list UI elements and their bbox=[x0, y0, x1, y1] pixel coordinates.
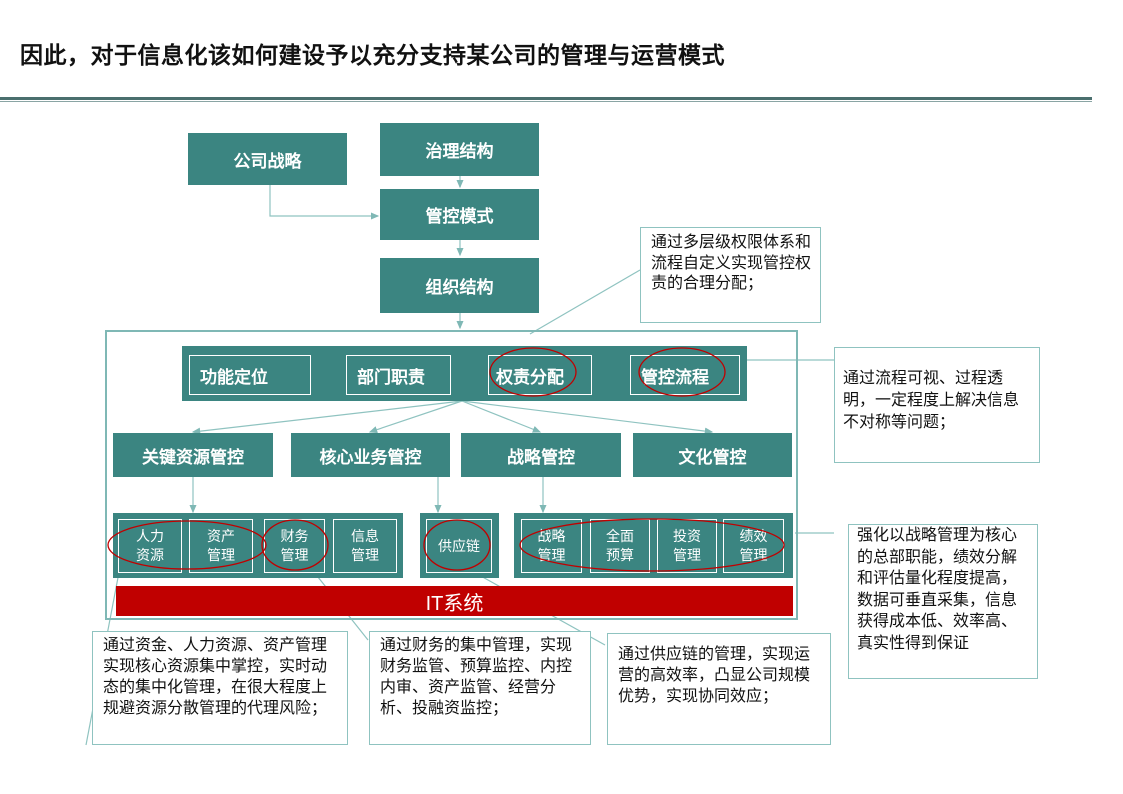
highlight-strategy-group bbox=[519, 518, 785, 572]
dept-duties-box: 部门职责 bbox=[346, 355, 451, 395]
authority-allocation-box: 权责分配 bbox=[488, 355, 592, 395]
highlight-authority-allocation bbox=[489, 347, 577, 397]
strategy-mgmt-module: 战略 管理 bbox=[521, 519, 582, 573]
control-mode-box: 管控模式 bbox=[380, 189, 539, 240]
hr-module: 人力 资源 bbox=[118, 519, 182, 573]
asset-module: 资产 管理 bbox=[189, 519, 253, 573]
page-title: 因此，对于信息化该如何建设予以充分支持某公司的管理与运营模式 bbox=[20, 42, 725, 68]
module-group-strategy bbox=[514, 513, 793, 578]
note-process-transparency: 通过流程可视、过程透明，一定程度上解决信息不对称等问题； bbox=[834, 347, 1040, 463]
control-process-box: 管控流程 bbox=[630, 355, 740, 395]
note-finance-management: 通过财务的集中管理，实现财务监管、预算监控、内控内审、资产监管、经营分析、投融资… bbox=[369, 631, 591, 745]
note-supply-chain: 通过供应链的管理，实现运营的高效率，凸显公司规模优势，实现协同效应； bbox=[607, 633, 831, 745]
governance-box: 治理结构 bbox=[380, 123, 539, 176]
title-divider-thin bbox=[0, 101, 1092, 102]
key-resource-control-box: 关键资源管控 bbox=[113, 433, 273, 477]
title-divider bbox=[0, 97, 1092, 100]
culture-control-box: 文化管控 bbox=[633, 433, 792, 477]
it-system-bar: IT系统 bbox=[116, 586, 793, 616]
org-structure-box: 组织结构 bbox=[380, 258, 539, 313]
note-strategy-management: 强化以战略管理为核心的总部职能，绩效分解和评估量化程度提高，数据可垂直采集，信息… bbox=[848, 524, 1038, 679]
note-core-resources: 通过资金、人力资源、资产管理实现核心资源集中掌控，实时动态的集中化管理，在很大程… bbox=[92, 631, 348, 745]
module-group-supply bbox=[420, 513, 499, 578]
info-module: 信息 管理 bbox=[333, 519, 397, 573]
operation-model-frame bbox=[105, 330, 798, 620]
function-positioning-box: 功能定位 bbox=[189, 355, 311, 395]
company-strategy-box: 公司战略 bbox=[188, 133, 347, 185]
core-business-control-box: 核心业务管控 bbox=[291, 433, 450, 477]
note-authority-allocation: 通过多层级权限体系和流程自定义实现管控权责的合理分配； bbox=[640, 227, 821, 323]
highlight-finance bbox=[261, 519, 329, 571]
highlight-hr-asset bbox=[107, 520, 267, 570]
highlight-control-process bbox=[638, 347, 726, 397]
highlight-supply-chain bbox=[423, 519, 491, 571]
strategy-control-box: 战略管控 bbox=[461, 433, 621, 477]
